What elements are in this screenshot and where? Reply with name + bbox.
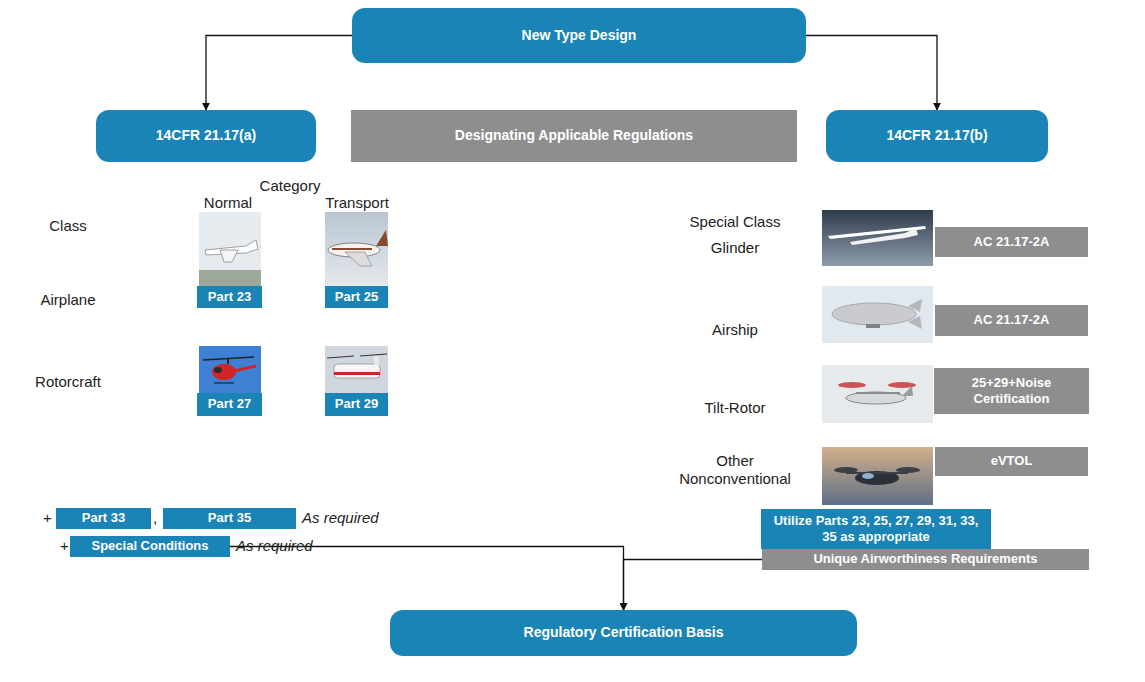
category-label: Tilt-Rotor [704, 399, 765, 417]
category-label: Airplane [40, 291, 95, 309]
photo-airship [822, 286, 933, 343]
box-text: Special Conditions [91, 538, 208, 554]
photo-evtol [822, 447, 933, 505]
grey-box: 25+29+Noise Certification [934, 368, 1089, 414]
category-label: Normal [204, 194, 252, 212]
flow-arrow [230, 547, 624, 611]
grey-box: Designating Applicable Regulations [351, 110, 797, 162]
category-label: Special Class [690, 213, 781, 231]
box-text: Part 23 [208, 289, 251, 305]
flow-arrow [206, 36, 352, 111]
blue-box: Part 29 [325, 393, 388, 416]
box-text: Part 29 [335, 396, 378, 412]
grey-box: AC 21.17-2A [935, 305, 1088, 336]
box-text: Part 35 [208, 510, 251, 526]
photo-transport-airplane [325, 212, 388, 286]
category-label: Class [49, 217, 87, 235]
category-label: Glinder [711, 239, 759, 257]
photo-normal-airplane [199, 212, 261, 286]
category-label: , [153, 509, 157, 527]
blue-box: Part 35 [163, 508, 296, 529]
blue-box: Part 27 [197, 393, 262, 416]
photo-normal-rotorcraft [199, 346, 261, 393]
box-text: Part 33 [82, 510, 125, 526]
blue-box: 14CFR 21.17(a) [96, 110, 316, 162]
category-label: + [43, 509, 52, 527]
blue-box: Regulatory Certification Basis [390, 610, 857, 656]
blue-box: Part 23 [197, 286, 262, 308]
box-text: AC 21.17-2A [974, 234, 1050, 250]
box-text: Regulatory Certification Basis [524, 624, 724, 642]
blue-box: Utilize Parts 23, 25, 27, 29, 31, 33, 35… [761, 509, 991, 549]
photo-glider [822, 210, 933, 266]
box-text: Part 25 [335, 289, 378, 305]
box-text: Utilize Parts 23, 25, 27, 29, 31, 33, 35… [767, 513, 985, 546]
category-label: Other Nonconventional [675, 452, 795, 488]
category-label: Rotorcraft [35, 373, 101, 391]
flow-arrow [624, 560, 763, 611]
grey-box: eVTOL [935, 447, 1088, 476]
category-label: Category [260, 177, 321, 195]
photo-tilt-rotor [822, 365, 933, 423]
blue-box: Part 25 [325, 286, 388, 308]
box-text: New Type Design [522, 27, 637, 45]
blue-box: 14CFR 21.17(b) [826, 110, 1048, 162]
box-text: Part 27 [208, 396, 251, 412]
blue-box: Special Conditions [70, 536, 230, 557]
grey-box: AC 21.17-2A [935, 227, 1088, 257]
box-text: Designating Applicable Regulations [455, 127, 693, 145]
blue-box: Part 33 [56, 508, 151, 529]
blue-box: New Type Design [352, 8, 806, 63]
photo-transport-rotorcraft [325, 346, 388, 393]
box-text: AC 21.17-2A [974, 312, 1050, 328]
grey-box: Unique Airworthiness Requirements [762, 549, 1089, 570]
category-label: + [60, 537, 69, 555]
box-text: 14CFR 21.17(b) [886, 127, 987, 145]
box-text: eVTOL [991, 453, 1033, 469]
box-text: Unique Airworthiness Requirements [813, 551, 1037, 567]
category-label: Transport [325, 194, 389, 212]
flow-arrow [806, 36, 937, 111]
box-text: 14CFR 21.17(a) [156, 127, 256, 145]
category-label: Airship [712, 321, 758, 339]
category-label: As required [236, 537, 313, 555]
category-label: As required [302, 509, 379, 527]
box-text: 25+29+Noise Certification [940, 375, 1083, 408]
